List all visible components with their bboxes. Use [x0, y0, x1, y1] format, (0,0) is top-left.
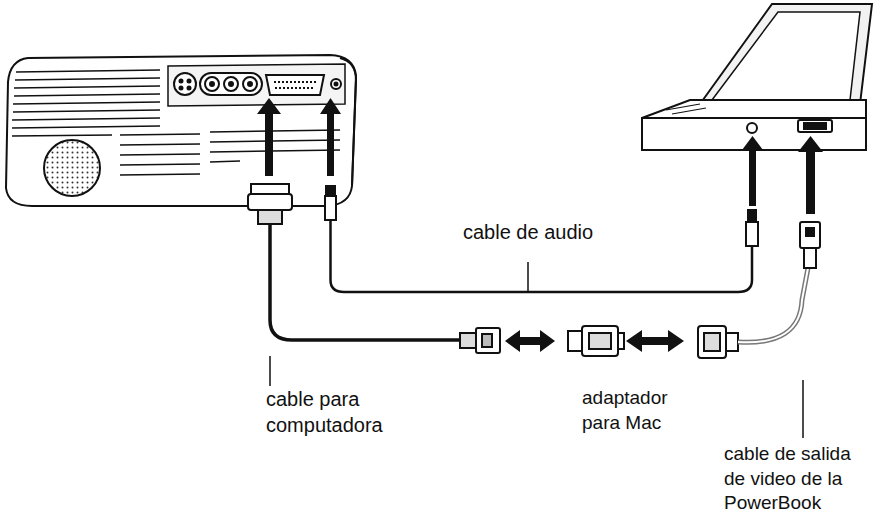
powerbook-video-cable [698, 222, 820, 358]
leader-line [527, 262, 529, 291]
part-label: cable de audio [463, 219, 663, 245]
mac-adapter [568, 326, 624, 356]
insert-arrow [257, 98, 341, 176]
insert-arrow [742, 136, 823, 214]
projector [6, 55, 356, 206]
leader-line [802, 380, 804, 438]
computer-cable [248, 184, 500, 353]
leader-line [269, 356, 271, 386]
audio-cable [325, 186, 758, 292]
double-arrow [505, 330, 684, 352]
powerbook-laptop [642, 4, 872, 150]
part-label: cable para computadora [266, 386, 416, 438]
part-label: adaptador para Mac [582, 386, 682, 435]
part-label: cable de salida de video de la PowerBook [724, 442, 870, 516]
